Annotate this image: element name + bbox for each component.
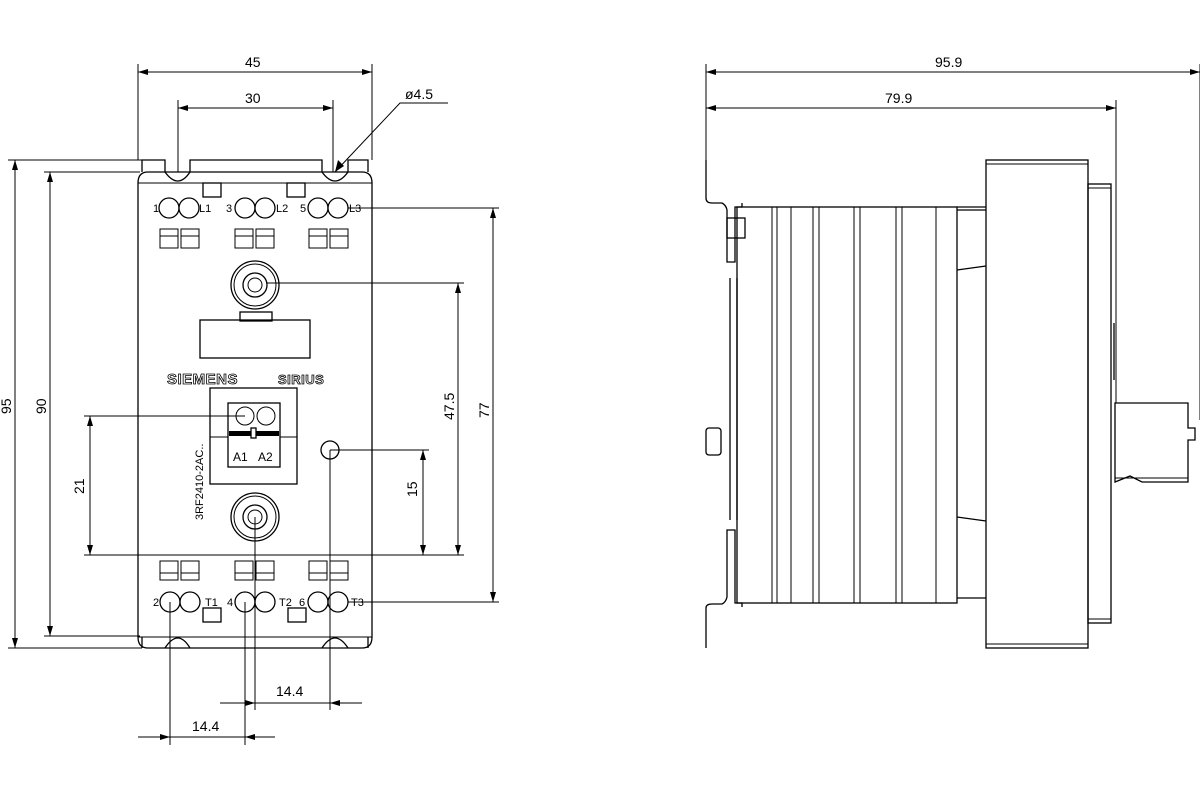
terminal-label-2: 2 [153,597,159,609]
top-terminal-openings [159,228,349,249]
dim-connector-offset: 21 [71,478,87,494]
bottom-mounting-ears [141,637,369,649]
terminal-tab [286,182,306,198]
front-view: 1 L1 3 L2 5 L3 SIEMENS SIRIUS A1 [0,54,499,745]
cover-block [199,319,311,359]
dim-screw-spacing: 47.5 [441,393,457,420]
dim-height-total: 95 [0,398,14,414]
cover-tab [239,311,273,322]
terminal-tab [287,607,307,623]
dim-height-body: 90 [33,398,49,414]
terminal-label-4: 4 [227,597,233,609]
siemens-logo: SIEMENS [167,371,238,388]
rail-release-tab [705,427,722,456]
terminal-label-3: 3 [226,203,232,215]
terminal-label-T1: T1 [205,597,218,609]
dim-pitch-lower: 14.4 [192,718,219,734]
heatsink-fins [771,207,937,603]
control-terminal-A1: A1 [233,450,248,464]
side-extension-lines [705,64,1200,420]
terminal-label-5: 5 [300,203,306,215]
sirius-logo: SIRIUS [278,372,324,387]
terminal-label-T2: T2 [279,597,292,609]
housing-step [956,206,987,599]
dim-depth-body: 79.9 [885,90,912,106]
terminal-label-T3: T3 [351,597,364,609]
cover-plate [1087,183,1112,624]
terminal-label-1: 1 [153,203,159,215]
terminal-label-L2: L2 [276,203,288,215]
dim-led-offset: 15 [404,481,420,497]
top-mounting-screw-icon [230,260,280,310]
control-terminal-A2: A2 [258,450,273,464]
side-view: 95.9 79.9 [705,54,1200,649]
top-terminal-screws [158,197,349,219]
type-label: 3RF2410-2AC.. [194,444,206,520]
dim-terminal-spacing: 77 [476,402,492,418]
dim-pitch-upper: 14.4 [276,683,303,699]
terminal-tab [202,607,222,623]
terminal-label-6: 6 [299,597,305,609]
bottom-terminal-openings [159,560,349,581]
din-rail-clip-bottom [705,529,743,648]
terminal-label-L1: L1 [199,203,211,215]
clip-latch [726,217,746,239]
dim-leader-hole [334,102,448,173]
dim-hole-spacing: 30 [245,90,261,106]
extension-lines [8,64,499,745]
control-connector-side [1114,402,1196,483]
terminal-tab [202,182,222,198]
dim-width-total: 45 [245,54,261,70]
heatsink [736,206,958,604]
housing-body [985,159,1089,649]
terminal-label-L3: L3 [349,203,361,215]
control-connector-housing [209,387,298,485]
top-mounting-ears [141,159,369,182]
dim-depth-total: 95.9 [935,54,962,70]
bottom-terminal-screws [159,591,349,613]
dim-hole-diameter: ø4.5 [405,86,433,102]
